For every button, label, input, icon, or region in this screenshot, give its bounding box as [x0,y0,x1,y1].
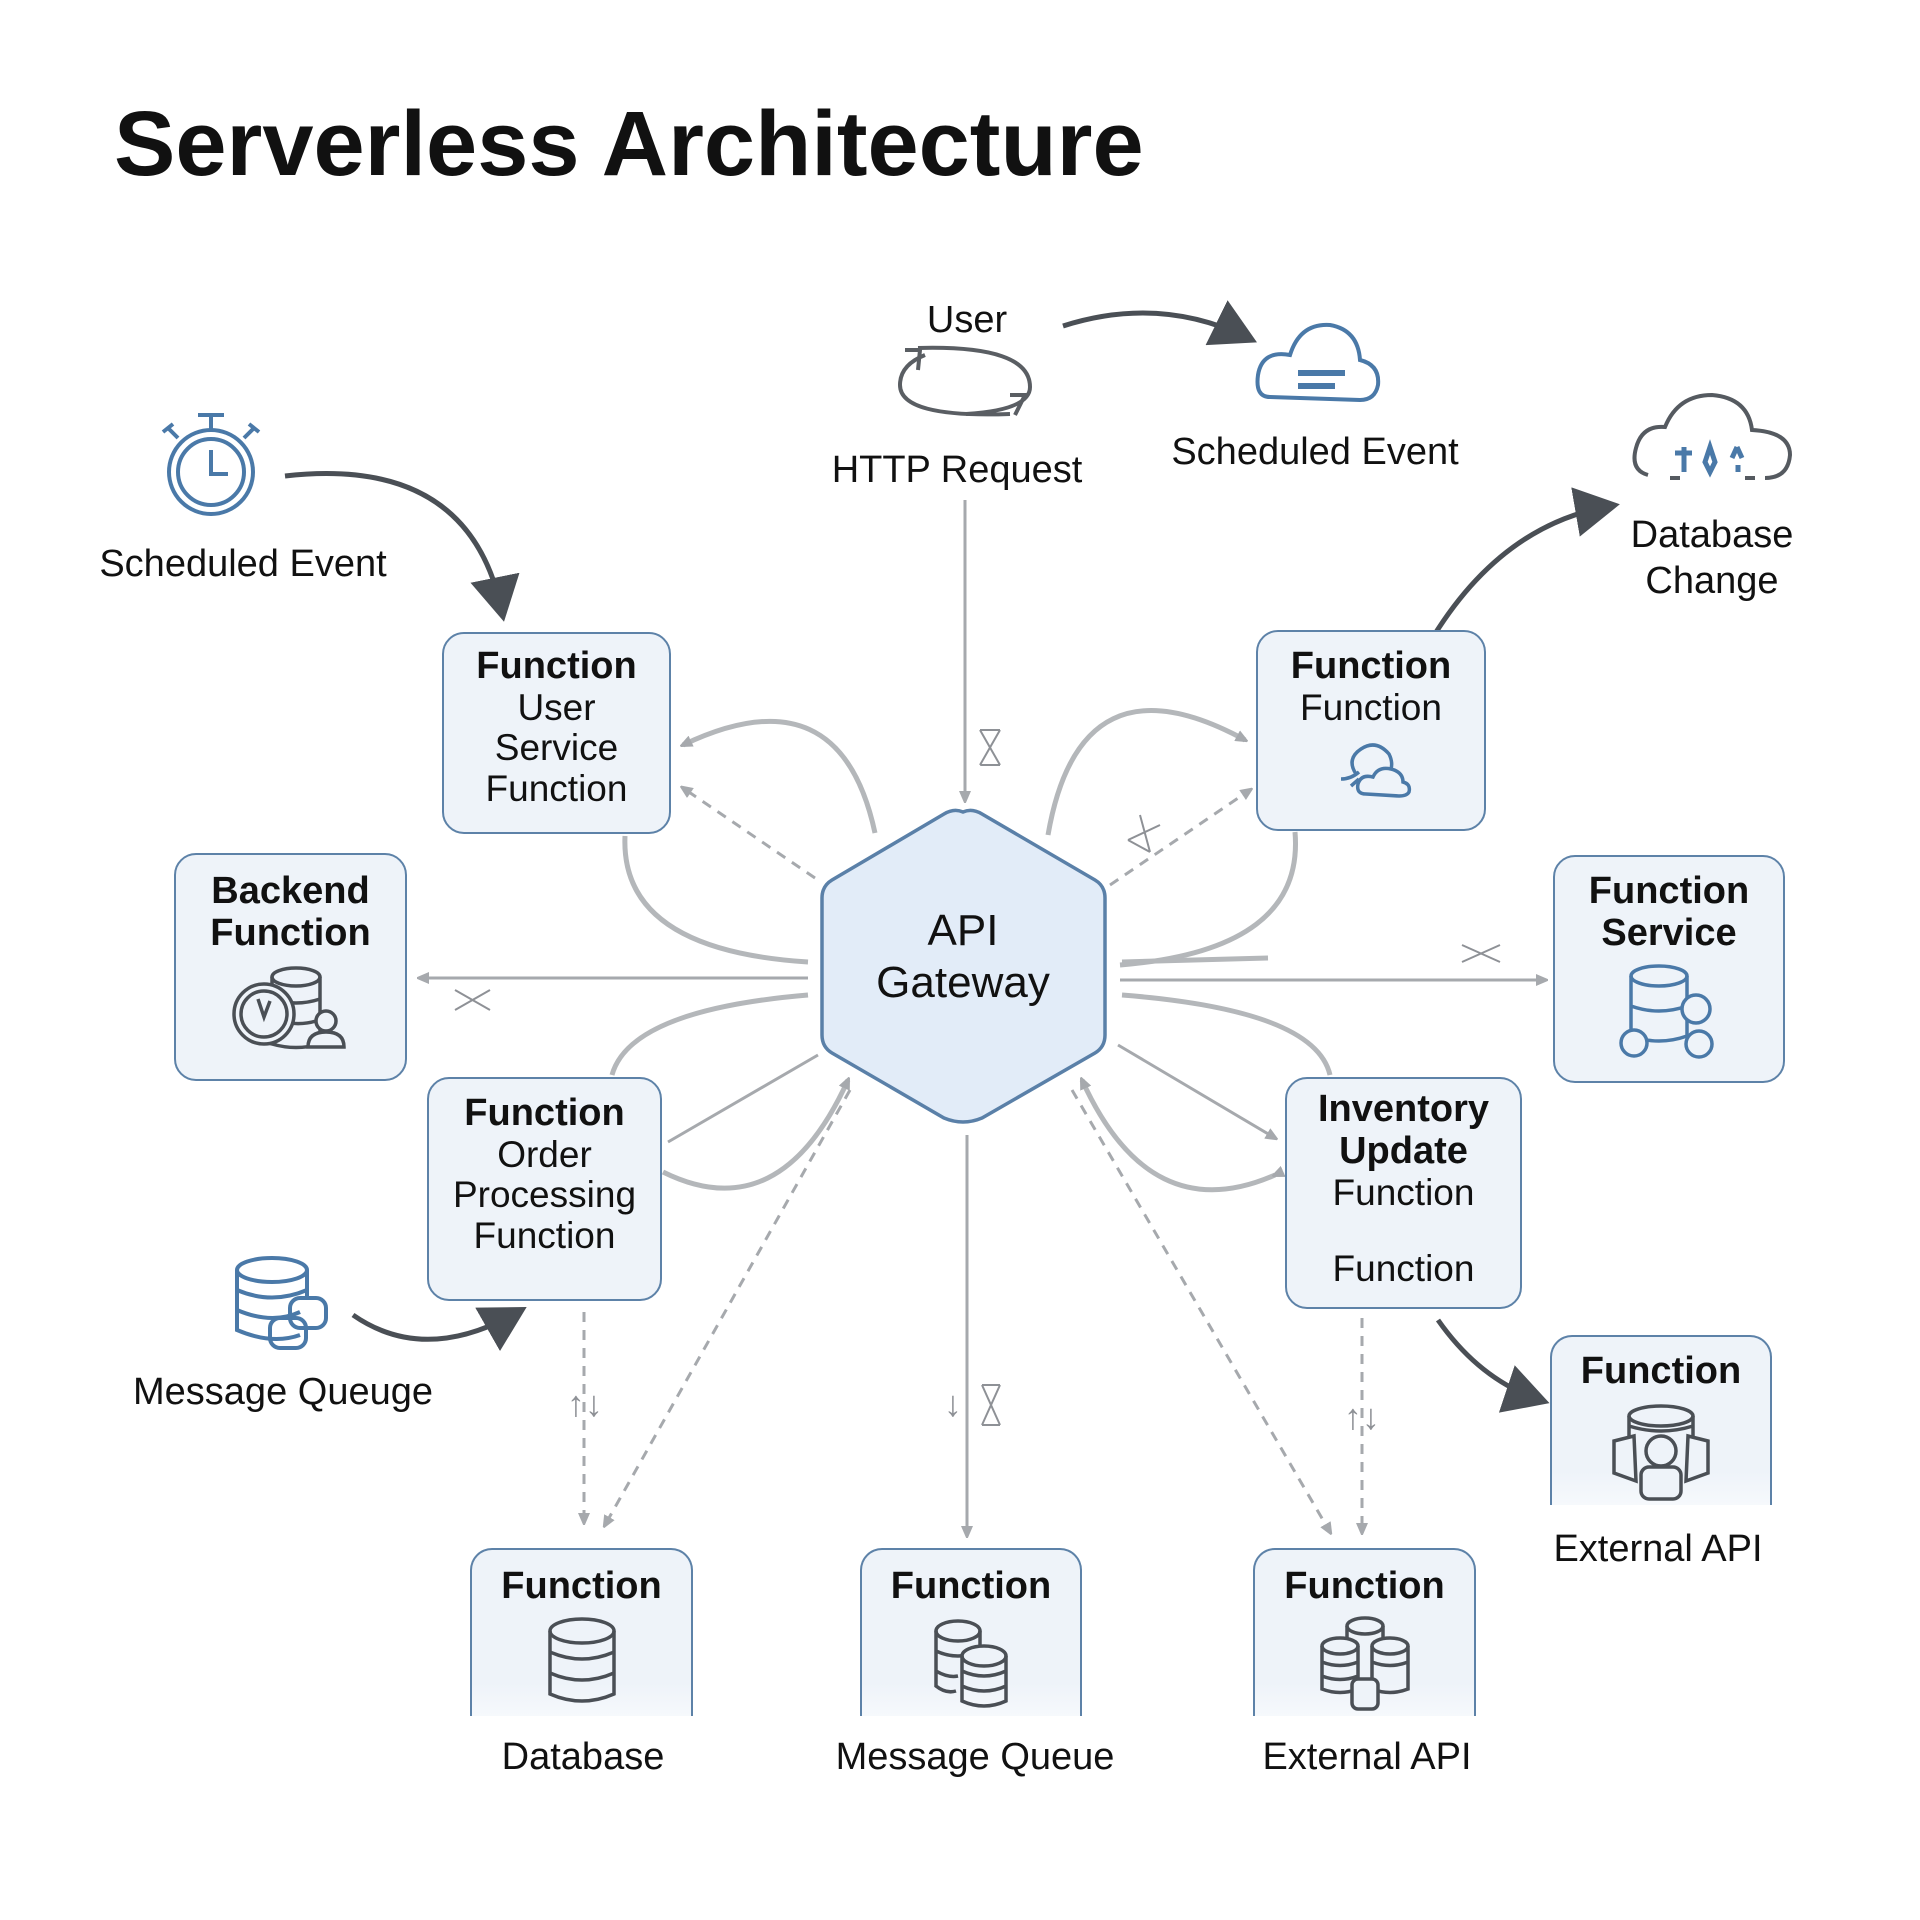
database-icon [547,1617,616,1703]
bidirectional-arrow-glyph: ↑↓ [567,1383,603,1424]
inventory-update-function-node[interactable]: Inventory Update Function Function [1285,1077,1522,1309]
database-change-line2: Change [1645,559,1779,602]
user-label: User [926,299,1008,341]
node-title: Function [1284,1565,1445,1607]
cross-mark [454,729,1501,1426]
down-arrow-glyph: ↓ [944,1383,962,1424]
arrow-userservice-return [622,835,809,965]
database-node[interactable]: Function [470,1548,693,1716]
node-line: User [517,686,596,728]
node-subtitle: Function [1300,686,1442,728]
node-title: Inventory [1317,1088,1490,1130]
stopwatch-icon [161,413,261,516]
clouds-icon [1340,743,1412,799]
arrow-gateway-to-inventory [1117,1043,1275,1138]
message-queue-label: Message Queue [835,1736,1115,1778]
node-title: Service [1601,911,1737,954]
database-cluster-icon [1319,1616,1410,1711]
scheduled-event-top-label: Scheduled Event [1171,431,1459,473]
arrow-gateway-top-right-line [1121,955,1269,965]
node-line: Function [485,768,628,810]
node-title: Function [1588,870,1750,912]
arrow-gateway-bottom-left-line [609,992,809,1076]
bidirectional-arrow-glyph: ↑↓ [1344,1396,1380,1437]
arrow-userservice-dashed [683,788,816,880]
arrow-mq-to-order [351,1307,527,1352]
api-gateway-line2: Gateway [876,957,1050,1007]
external-api-node[interactable]: Function [1253,1548,1476,1716]
node-title: Update [1339,1129,1468,1172]
message-queue-left-label: Message Queuge [133,1371,433,1413]
user-service-function-node[interactable]: Function User Service Function [442,632,671,834]
node-subtitle: Function [1332,1248,1475,1290]
cloud-icon [1255,322,1381,403]
backend-function-node[interactable]: Backend Function [174,853,407,1081]
node-title: Backend [211,870,370,912]
api-gateway-hexagon [820,808,1107,1124]
arrow-gateway-to-userservice-curve [683,718,878,834]
external-api-label: External API [1262,1736,1472,1778]
arrow-function-return [1119,831,1299,968]
scheduled-event-left-label: Scheduled Event [99,543,387,585]
order-processing-function-node[interactable]: Function Order Processing Function [427,1077,662,1301]
function-service-node[interactable]: Function Service [1553,855,1785,1083]
arrow-gateway-to-order [667,1053,819,1144]
database-stack-icon [235,1256,328,1350]
node-title: Function [476,645,637,687]
node-title: Function [464,1092,625,1134]
external-api-right-label: External API [1553,1528,1763,1570]
node-title: Function [1290,645,1452,687]
external-api-right-node[interactable]: Function [1550,1335,1772,1505]
message-queue-node[interactable]: Function [860,1548,1082,1716]
cloud-upload-icon [1632,392,1793,480]
node-title: Function [501,1565,662,1607]
arrow-inventory-to-external [1435,1318,1550,1413]
arrow-gateway-to-extapi-dashed [1070,1089,1330,1532]
clock-database-user-icon [231,965,346,1049]
arrow-dbchange-bidirectional [1390,487,1620,685]
arrow-inventory-to-gateway-curve [1079,1080,1275,1193]
database-gears-icon [1619,963,1714,1059]
node-title: Function [890,1565,1052,1607]
arrow-user-to-scheduled [1062,300,1257,346]
page-title: Serverless Architecture [114,93,1144,195]
node-subtitle: Function [1332,1171,1475,1213]
arrow-gateway-bottom-right-line [1121,992,1333,1076]
arrow-gateway-to-database-dashed [605,1089,852,1525]
arrow-gateway-to-function-curve [1045,708,1245,836]
database-user-icon [1612,1404,1710,1501]
cycle-arrows-icon [897,345,1033,417]
arrow-stopwatch-to-user-service [284,471,520,622]
database-label: Database [501,1736,665,1778]
function-function-node[interactable]: Function Function [1256,630,1486,831]
node-title: Function [1580,1350,1742,1392]
node-line: Order [497,1133,592,1175]
node-line: Function [473,1215,616,1257]
node-line: Service [494,727,619,769]
node-line: Processing [452,1174,637,1216]
api-gateway-line1: API [927,906,999,955]
http-request-label: HTTP Request [831,449,1083,491]
database-change-line1: Database [1630,514,1794,556]
arrow-order-to-gateway-curve [661,1080,851,1191]
double-database-icon [934,1619,1008,1708]
node-title: Function [210,911,371,954]
